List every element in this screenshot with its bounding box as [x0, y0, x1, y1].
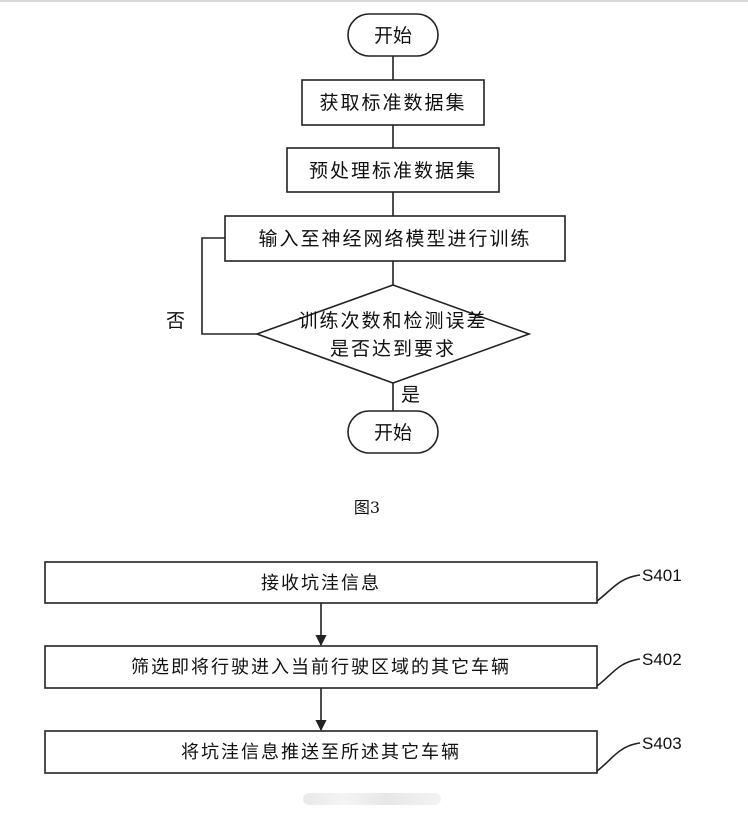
s401-leader-line: [596, 574, 641, 602]
start-terminator: 开始: [347, 13, 439, 57]
watermark-bar: [303, 793, 441, 805]
s401-box: [44, 561, 598, 604]
s403-text: 将坑洼信息推送至所述其它车辆: [181, 742, 461, 763]
top-rule: [0, 0, 748, 2]
step-s403: 将坑洼信息推送至所述其它车辆 S403: [44, 730, 682, 774]
end-label: 开始: [374, 422, 412, 444]
no-label: 否: [166, 310, 185, 332]
s402-text: 筛选即将行驶进入当前行驶区域的其它车辆: [131, 657, 511, 678]
step-s401: 接收坑洼信息 S401: [44, 561, 682, 604]
s403-label: S403: [642, 734, 682, 753]
start-label: 开始: [374, 25, 412, 47]
s402-leader-line: [596, 658, 641, 687]
decision-line-1: 训练次数和检测误差: [298, 310, 487, 332]
process-step-get-dataset: 获取标准数据集: [301, 79, 485, 126]
s403-leader-line: [596, 742, 641, 772]
step1-label: 获取标准数据集: [319, 92, 466, 114]
s401-text: 接收坑洼信息: [261, 573, 381, 594]
step3-label: 输入至神经网络模型进行训练: [258, 228, 531, 250]
figure-4: 接收坑洼信息 S401 筛选即将行驶进入当前行驶区域的其它车辆 S402 将坑洼…: [44, 561, 682, 774]
s401-label: S401: [642, 566, 682, 585]
decision-diamond: 训练次数和检测误差 是否达到要求: [254, 284, 532, 384]
end-terminator: 开始: [347, 410, 439, 454]
s403-box: [44, 730, 598, 774]
decision-shape: [254, 284, 532, 384]
figure-3-caption: 图3: [354, 498, 380, 517]
feedback-loop-line: [201, 237, 257, 335]
step2-label: 预处理标准数据集: [309, 160, 477, 182]
step1-box: [301, 79, 485, 126]
yes-label: 是: [401, 384, 420, 406]
s402-label: S402: [642, 650, 682, 669]
figure-3: 开始 获取标准数据集 预处理标准数据集 输入至神经网络模型进行训练: [166, 13, 566, 517]
step-s402: 筛选即将行驶进入当前行驶区域的其它车辆 S402: [44, 645, 682, 689]
s402-box: [44, 645, 598, 689]
process-step-train: 输入至神经网络模型进行训练: [224, 215, 566, 262]
decision-line-2: 是否达到要求: [330, 338, 456, 360]
end-shape: [347, 410, 439, 454]
process-step-preprocess: 预处理标准数据集: [286, 147, 500, 193]
